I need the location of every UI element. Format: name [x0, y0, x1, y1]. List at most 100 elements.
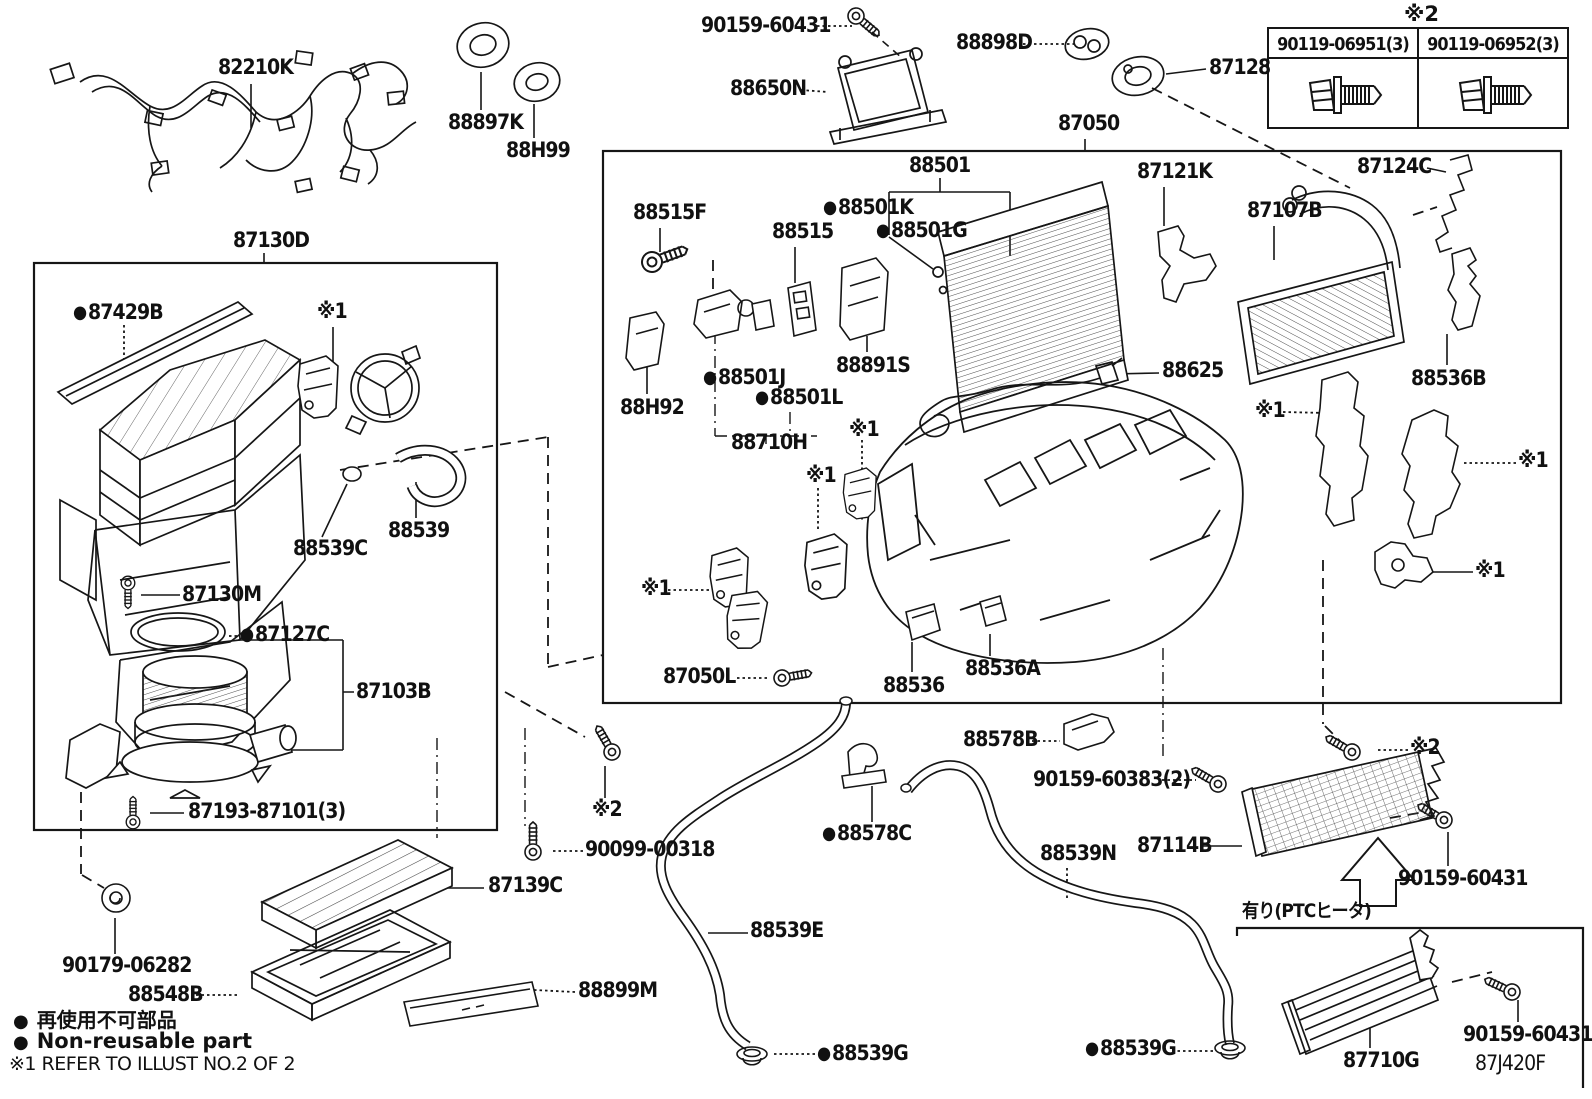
servo-motor: [709, 547, 749, 608]
part-label-88898D: 88898D: [956, 30, 1033, 54]
part-label-87710G: 87710G: [1343, 1048, 1420, 1072]
hvac-main-case: [866, 381, 1244, 664]
part-label-PTC: 有り(PTCヒータ): [1242, 900, 1372, 922]
part-label-88897K: 88897K: [448, 110, 524, 134]
part-label-88548B: 88548B: [128, 982, 204, 1006]
part-label-88539G: ●88539G: [817, 1041, 909, 1065]
part-label-※2: ※2: [1410, 735, 1441, 759]
bracket-88536B: [1447, 247, 1481, 331]
clamp-88898D: [1064, 27, 1110, 61]
screw-icon-88515F: [638, 238, 692, 276]
part-label-88578C: ●88578C: [822, 821, 912, 845]
non-reusable-bullet-icon: ●: [703, 367, 717, 388]
fastener-table-title: ※2: [1404, 2, 1440, 26]
part-label-9015960431: 90159-60431: [1463, 1022, 1592, 1046]
ptc-heater-87710G: [1280, 928, 1440, 1056]
screw-icon-90159-60383: [1187, 761, 1230, 796]
part-label-87107B: 87107B: [1247, 198, 1323, 222]
non-reusable-bullet-icon: ●: [73, 302, 87, 323]
resistor-88515: [787, 280, 817, 338]
servo-motor: [842, 467, 877, 520]
part-label-※1: ※1: [1255, 398, 1286, 422]
part-label-88539C: 88539C: [293, 536, 368, 560]
clip-88536A: [979, 594, 1007, 628]
pipe-bracket-87124C: [1435, 154, 1473, 254]
blower-unit-box: [32, 261, 499, 832]
screw-icon: [843, 3, 885, 43]
bushing-88539C: [342, 466, 362, 482]
side-bracket: [1315, 371, 1369, 527]
non-reusable-bullet-icon: ●: [13, 1032, 29, 1053]
bracket-87121K: [1157, 225, 1217, 303]
part-label-87128: 87128: [1209, 55, 1271, 79]
grommet-88539G: [1214, 1040, 1246, 1060]
part-label-87121K: 87121K: [1137, 159, 1213, 183]
part-label-88501L: ●88501L: [755, 385, 843, 409]
part-label-88501: 88501: [909, 153, 971, 177]
non-reusable-bullet-icon: ●: [817, 1043, 831, 1064]
screw-icon: [1321, 729, 1364, 764]
washer-88H99: [513, 61, 561, 103]
hook-88578C: [841, 742, 887, 789]
blower-unit: [56, 300, 306, 789]
part-label-88539G: ●88539G: [1085, 1036, 1177, 1060]
clip-88536: [905, 602, 941, 642]
part-label-88650N: 88650N: [730, 76, 807, 100]
part-label-88899M: 88899M: [578, 978, 658, 1002]
oring-87127C: [130, 612, 226, 652]
part-label-88539N: 88539N: [1040, 841, 1117, 865]
non-reusable-bullet-icon: ●: [13, 1011, 29, 1032]
clamp-87128: [1111, 55, 1165, 97]
part-label-87193871013: 87193-87101(3): [188, 799, 346, 823]
part-label-88501J: ●88501J: [703, 365, 786, 389]
amplifier-88650N: [828, 47, 948, 145]
part-label-82210K: 82210K: [218, 55, 294, 79]
part-label-88625: 88625: [1162, 358, 1224, 382]
legend-refer-note: ※1 REFER TO ILLUST NO.2 OF 2: [9, 1053, 296, 1075]
part-label-88515: 88515: [772, 219, 834, 243]
part-label-87124C: 87124C: [1357, 154, 1432, 178]
part-label-※1: ※1: [849, 417, 880, 441]
part-label-88710H: 88710H: [731, 430, 808, 454]
part-label-87130D: 87130D: [233, 228, 310, 252]
screw-icon-87050L: [771, 664, 814, 689]
screw-icon-87130M: [120, 575, 136, 610]
fastener-part-number: 90119-06952(3): [1427, 35, 1560, 55]
cover-plate-88899M: [403, 981, 539, 1027]
part-label-88539E: 88539E: [750, 918, 824, 942]
part-label-※1: ※1: [641, 576, 672, 600]
part-label-9015960431: 90159-60431: [1398, 866, 1528, 890]
part-label-※1: ※1: [1475, 558, 1506, 582]
part-label-88501G: ●88501G: [876, 218, 968, 242]
part-label-88891S: 88891S: [836, 353, 911, 377]
part-label-87050: 87050: [1058, 111, 1120, 135]
part-label-87130M: 87130M: [182, 582, 262, 606]
part-label-87139C: 87139C: [488, 873, 563, 897]
non-reusable-bullet-icon: ●: [822, 823, 836, 844]
part-label-88H99: 88H99: [506, 138, 571, 162]
part-label-※1: ※1: [1518, 448, 1549, 472]
part-label-9015960431: 90159-60431: [701, 13, 831, 37]
non-reusable-bullet-icon: ●: [240, 624, 254, 645]
part-label-88501K: ●88501K: [823, 195, 914, 219]
hose-88539E: [655, 696, 853, 1051]
side-bracket: [1401, 409, 1461, 539]
link-lever: [1374, 541, 1434, 589]
legend-non-reusable-jp: ●再使用不可部品: [13, 1008, 177, 1032]
part-label-87050L: 87050L: [663, 664, 736, 688]
ptc-heater-87114B: [1241, 747, 1446, 858]
part-label-※1: ※1: [806, 463, 837, 487]
part-label-88515F: 88515F: [633, 200, 707, 224]
filter-case-88548B: [250, 909, 452, 1022]
part-label-87429B: ●87429B: [73, 300, 164, 324]
hose-88539: [395, 444, 467, 508]
part-label-88578B: 88578B: [963, 727, 1039, 751]
fastener-table: 90119-06951(3) 90119-06952(3): [1268, 28, 1568, 128]
part-label-9017906282: 90179-06282: [62, 953, 192, 977]
servo-motor: [804, 533, 848, 600]
sensor-88891S: [839, 257, 889, 341]
hvac-unit-box: [601, 149, 1563, 705]
cabin-filter-87139C: [260, 839, 454, 950]
grommet-88539G: [736, 1046, 768, 1066]
